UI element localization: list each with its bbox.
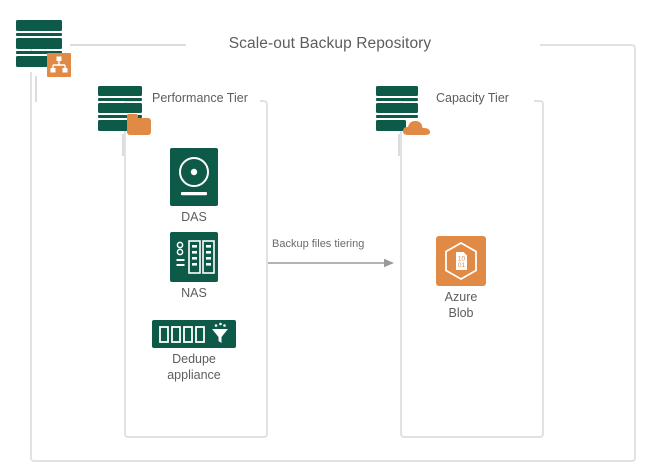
backup-server-icon xyxy=(14,20,71,77)
backup-files-tiering-label: Backup files tiering xyxy=(272,238,365,250)
capacity-tier-label: Capacity Tier xyxy=(432,91,513,105)
server-separator xyxy=(376,115,418,118)
azure-blob-icon: 10 01 xyxy=(436,236,486,286)
nas-label: NAS xyxy=(181,286,207,300)
azure-blob-glyph: 10 01 xyxy=(445,241,477,281)
network-topology-icon xyxy=(50,56,68,73)
server-separator xyxy=(16,51,62,54)
das-disk-glyph xyxy=(179,157,209,196)
cloud-badge-icon xyxy=(402,120,431,135)
svg-text:10: 10 xyxy=(458,256,466,263)
tiering-arrow-icon xyxy=(268,258,394,268)
azure-blob-label: Azure Blob xyxy=(444,290,478,320)
server-separator xyxy=(98,115,142,118)
nas-rack-icon xyxy=(170,232,218,282)
server-bar xyxy=(16,20,62,31)
dedupe-appliance-glyph xyxy=(159,322,228,343)
performance-tier-icon xyxy=(98,86,158,135)
server-bar xyxy=(376,103,418,113)
dedupe-appliance-icon xyxy=(152,320,236,348)
server-separator xyxy=(98,98,142,101)
diagram-title-wrapper: Scale-out Backup Repository xyxy=(150,30,510,58)
dedupe-label-line1: Dedupe xyxy=(172,352,216,366)
svg-text:01: 01 xyxy=(458,262,466,269)
das-label: DAS xyxy=(181,210,207,224)
capacity-connector-stub xyxy=(398,134,400,156)
performance-tier-label: Performance Tier xyxy=(148,91,252,105)
title-leader-line xyxy=(70,44,186,46)
nas-rack-glyph xyxy=(176,240,215,274)
server-bar xyxy=(16,56,48,67)
server-bar xyxy=(98,103,142,113)
server-bar xyxy=(376,86,418,96)
server-separator xyxy=(376,98,418,101)
dedupe-label-line2: appliance xyxy=(167,367,221,382)
page-title: Scale-out Backup Repository xyxy=(216,35,444,53)
das-disk-icon xyxy=(170,148,218,206)
dedupe-appliance-label: Dedupe appliance xyxy=(154,352,234,383)
capacity-tier-icon xyxy=(376,86,436,135)
server-bar xyxy=(98,86,142,96)
server-bar xyxy=(16,38,62,49)
performance-connector-stub xyxy=(122,134,124,156)
server-bar xyxy=(98,120,129,131)
network-topology-badge xyxy=(47,53,71,77)
server-separator xyxy=(16,33,62,36)
root-connector-stub xyxy=(35,76,37,102)
repository-folder-icon xyxy=(127,114,151,135)
server-bar xyxy=(376,120,406,131)
